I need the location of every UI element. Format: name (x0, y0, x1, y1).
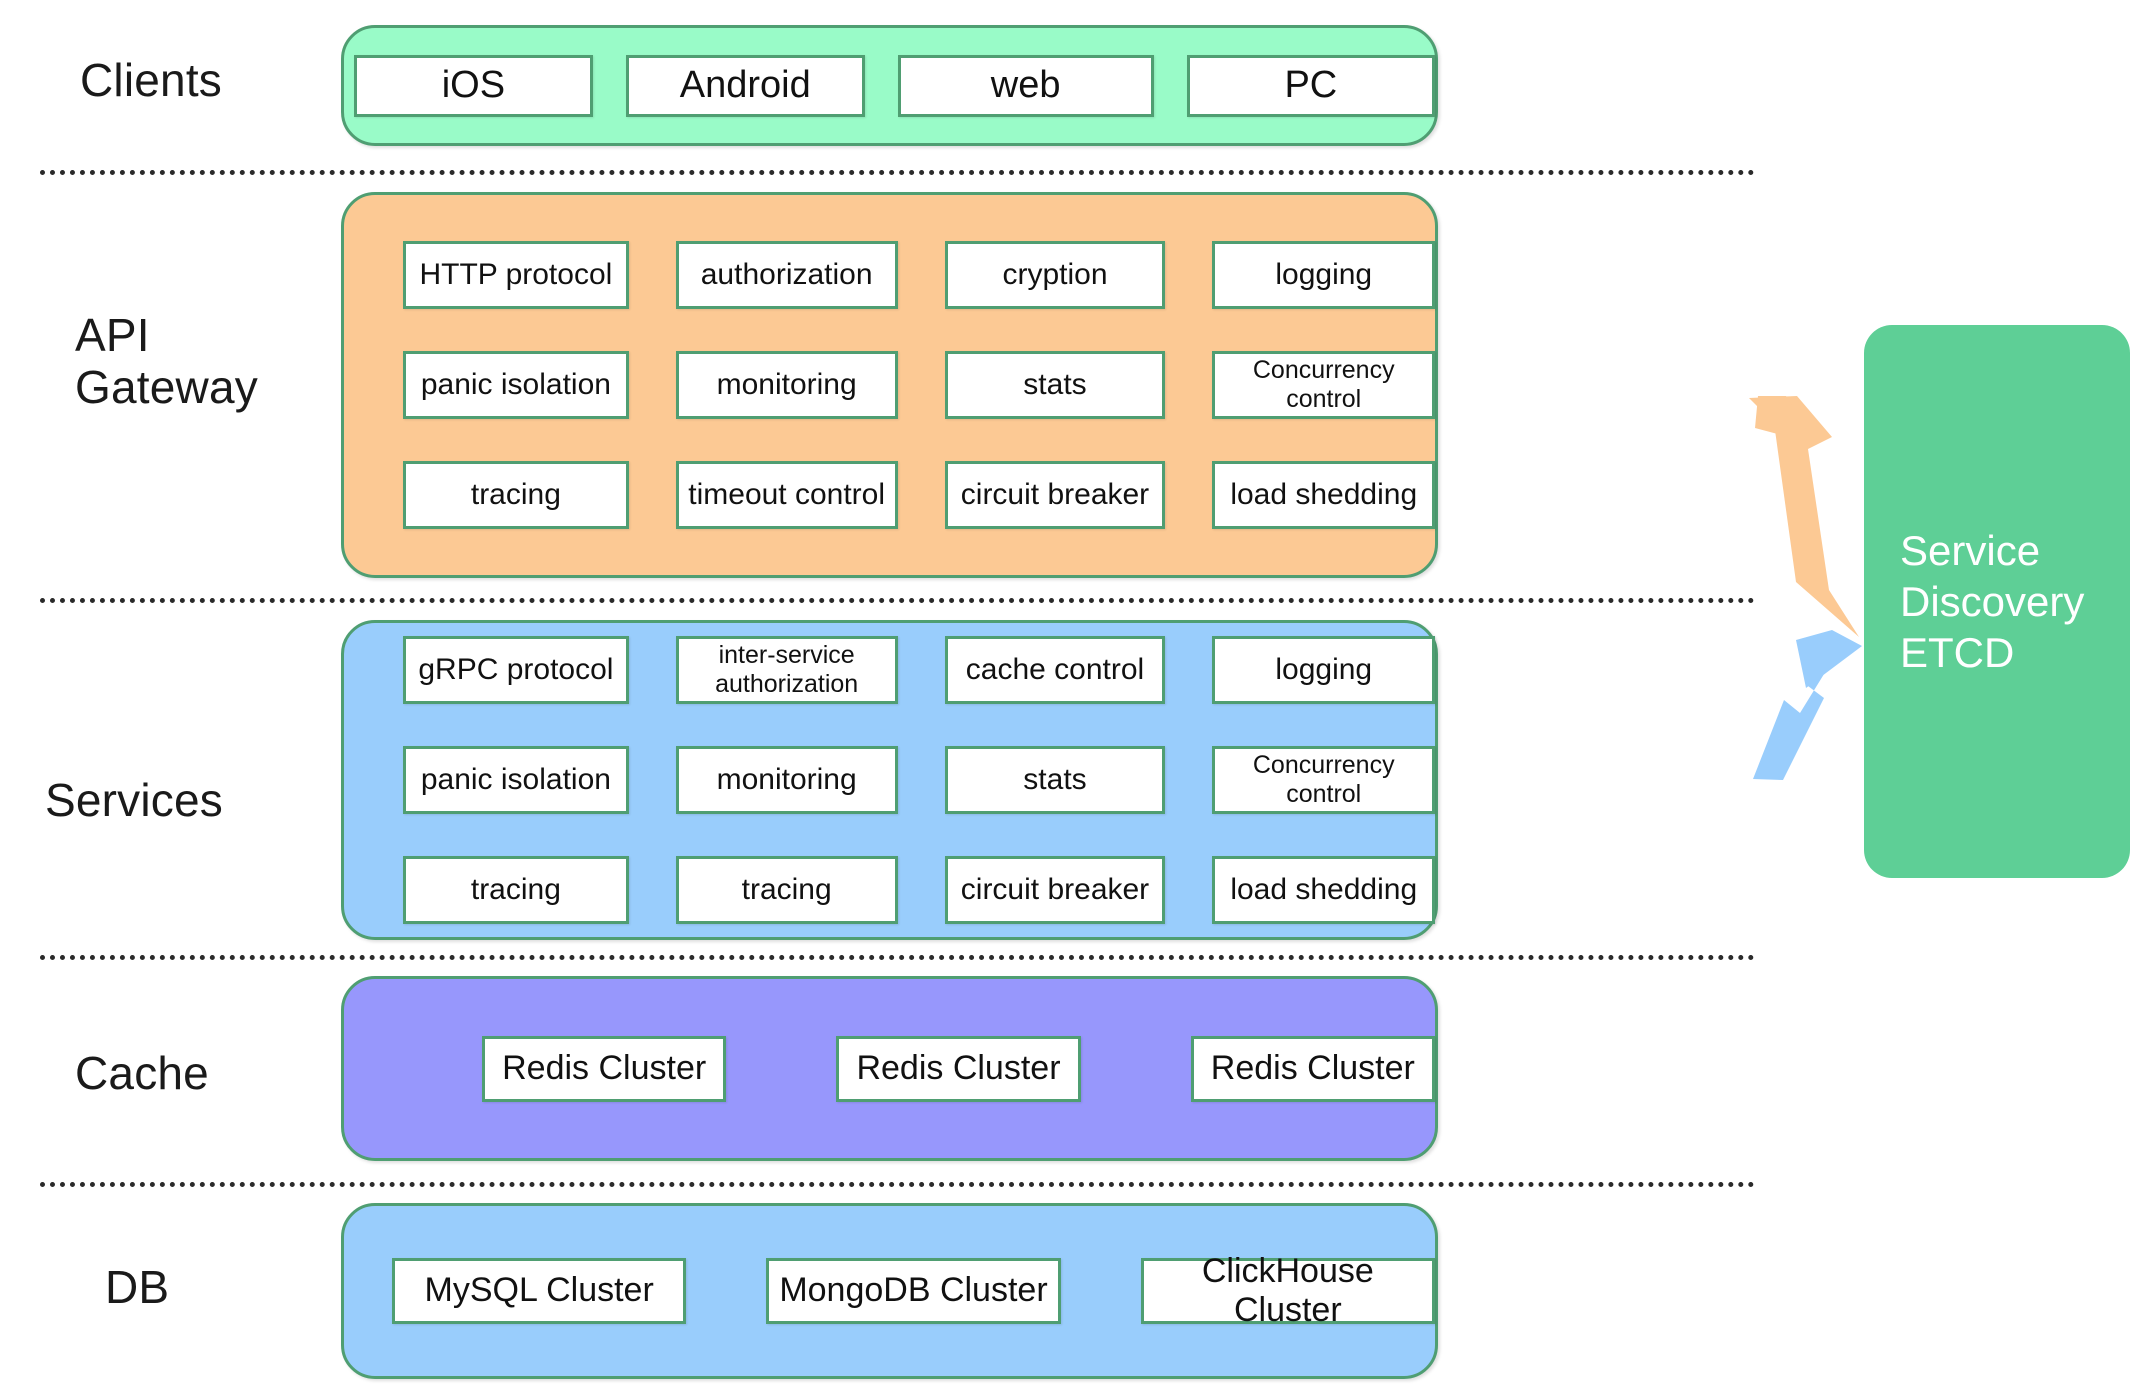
cell-client-web[interactable]: web (897, 54, 1154, 117)
divider-cache-db (40, 1182, 1755, 1187)
cell-svc-stats[interactable]: stats (944, 746, 1166, 814)
cell-api-cryption[interactable]: cryption (944, 241, 1166, 309)
cell-svc-grpc-protocol[interactable]: gRPC protocol (403, 636, 629, 704)
divider-services-cache (40, 955, 1755, 960)
cell-db-mysql-cluster[interactable]: MySQL Cluster (392, 1258, 687, 1324)
row-label-cache: Cache (75, 1047, 209, 1099)
row-label-services: Services (45, 774, 223, 826)
cell-api-timeout-control[interactable]: timeout control (675, 461, 898, 529)
cell-svc-inter-service-authorization[interactable]: inter-service authorization (675, 636, 898, 704)
cell-svc-logging[interactable]: logging (1212, 636, 1435, 704)
band-clients: iOS Android web PC (341, 25, 1438, 146)
cell-cache-redis-3[interactable]: Redis Cluster (1190, 1035, 1435, 1102)
cell-db-clickhouse-cluster[interactable]: ClickHouse Cluster (1140, 1252, 1435, 1329)
band-services: gRPC protocol inter-service authorizatio… (341, 620, 1438, 940)
cell-cache-redis-1[interactable]: Redis Cluster (482, 1035, 727, 1102)
cell-svc-cache-control[interactable]: cache control (944, 636, 1166, 704)
row-label-db: DB (105, 1261, 170, 1313)
cell-api-monitoring[interactable]: monitoring (675, 351, 898, 419)
cell-cache-redis-2[interactable]: Redis Cluster (836, 1035, 1081, 1102)
cell-svc-load-shedding[interactable]: load shedding (1212, 856, 1435, 924)
band-db: MySQL Cluster MongoDB Cluster ClickHouse… (341, 1203, 1438, 1379)
arrow-etcd-to-api-gateway (1749, 396, 1859, 637)
cell-api-logging[interactable]: logging (1212, 241, 1435, 309)
cell-api-stats[interactable]: stats (944, 351, 1166, 419)
divider-api-services (40, 598, 1755, 603)
divider-clients-api (40, 170, 1755, 175)
row-label-api-gateway: API Gateway (75, 309, 258, 413)
cell-api-circuit-breaker[interactable]: circuit breaker (944, 461, 1166, 529)
cell-client-android[interactable]: Android (625, 54, 865, 117)
arrow-etcd-to-services (1753, 630, 1862, 780)
cell-api-concurrency-control[interactable]: Concurrency control (1212, 351, 1435, 419)
cell-db-mongodb-cluster[interactable]: MongoDB Cluster (766, 1258, 1061, 1324)
cell-api-load-shedding[interactable]: load shedding (1212, 461, 1435, 529)
band-cache: Redis Cluster Redis Cluster Redis Cluste… (341, 976, 1438, 1161)
service-discovery-etcd-box[interactable]: Service Discovery ETCD (1864, 325, 2130, 878)
cell-svc-circuit-breaker[interactable]: circuit breaker (944, 856, 1166, 924)
cell-svc-tracing-2[interactable]: tracing (675, 856, 898, 924)
cell-api-panic-isolation[interactable]: panic isolation (403, 351, 629, 419)
cell-client-pc[interactable]: PC (1186, 54, 1436, 117)
cell-api-authorization[interactable]: authorization (675, 241, 898, 309)
cell-api-http-protocol[interactable]: HTTP protocol (403, 241, 629, 309)
band-api-gateway: HTTP protocol authorization cryption log… (341, 192, 1438, 578)
cell-svc-tracing-1[interactable]: tracing (403, 856, 629, 924)
etcd-label: Service Discovery ETCD (1900, 526, 2085, 677)
cell-client-ios[interactable]: iOS (354, 54, 593, 117)
cell-svc-panic-isolation[interactable]: panic isolation (403, 746, 629, 814)
row-label-clients: Clients (80, 54, 223, 106)
cell-api-tracing[interactable]: tracing (403, 461, 629, 529)
cell-svc-concurrency-control[interactable]: Concurrency control (1212, 746, 1435, 814)
cell-svc-monitoring[interactable]: monitoring (675, 746, 898, 814)
